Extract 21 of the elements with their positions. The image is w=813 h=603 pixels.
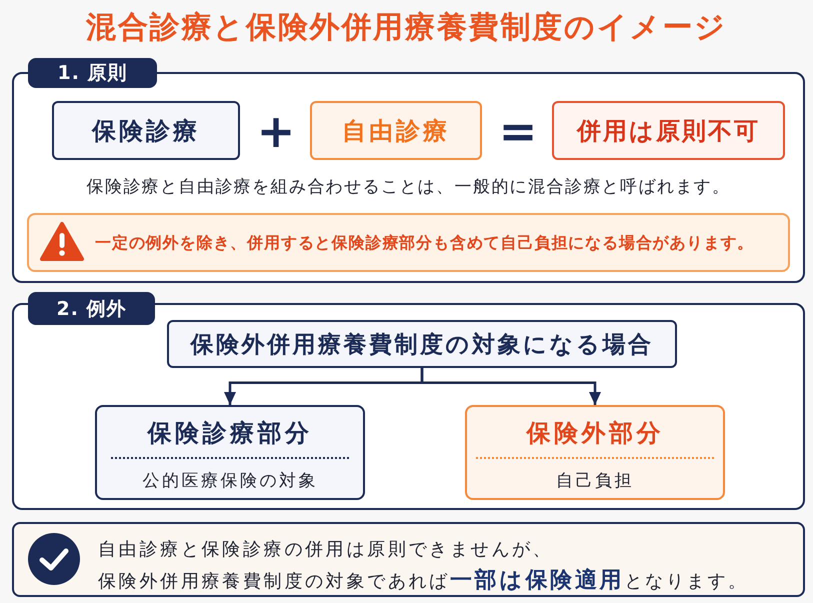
section-tab: 1. 原則 bbox=[28, 58, 157, 88]
category-note: 公的医療保険の対象 bbox=[142, 470, 318, 492]
title: 混合診療と保険外併用療養費制度のイメージ bbox=[86, 9, 727, 47]
description-text: 保険診療と自由診療を組み合わせることは、一般的に混合診療と呼ばれます。 bbox=[86, 176, 730, 198]
category-heading: 保険診療部分 bbox=[148, 418, 312, 448]
term-box: 自由診療 bbox=[310, 101, 482, 160]
category-box bbox=[465, 405, 725, 500]
term-box: 保険診療 bbox=[52, 101, 240, 160]
category-box bbox=[95, 405, 365, 500]
equals-sign: = bbox=[498, 111, 538, 151]
warning-box bbox=[27, 213, 790, 272]
arrow bbox=[224, 368, 424, 405]
category-heading: 保険外部分 bbox=[526, 418, 664, 448]
summary-text: 自由診療と保険診療の併用は原則できませんが、保険外併用療養費制度の対象であれば一部は保険適用となります。 bbox=[98, 538, 750, 595]
summary-box bbox=[12, 522, 805, 597]
result-box: 併用は原則不可 bbox=[552, 101, 785, 160]
condition-box: 保険外併用療養費制度の対象になる場合 bbox=[167, 320, 677, 368]
warning-text: 一定の例外を除き、併用すると保険診療部分も含めて自己負担になる場合があります。 bbox=[95, 232, 754, 254]
category-note: 自己負担 bbox=[556, 470, 634, 492]
section-tab: 2. 例外 bbox=[28, 292, 155, 325]
plus-sign: + bbox=[256, 111, 296, 151]
